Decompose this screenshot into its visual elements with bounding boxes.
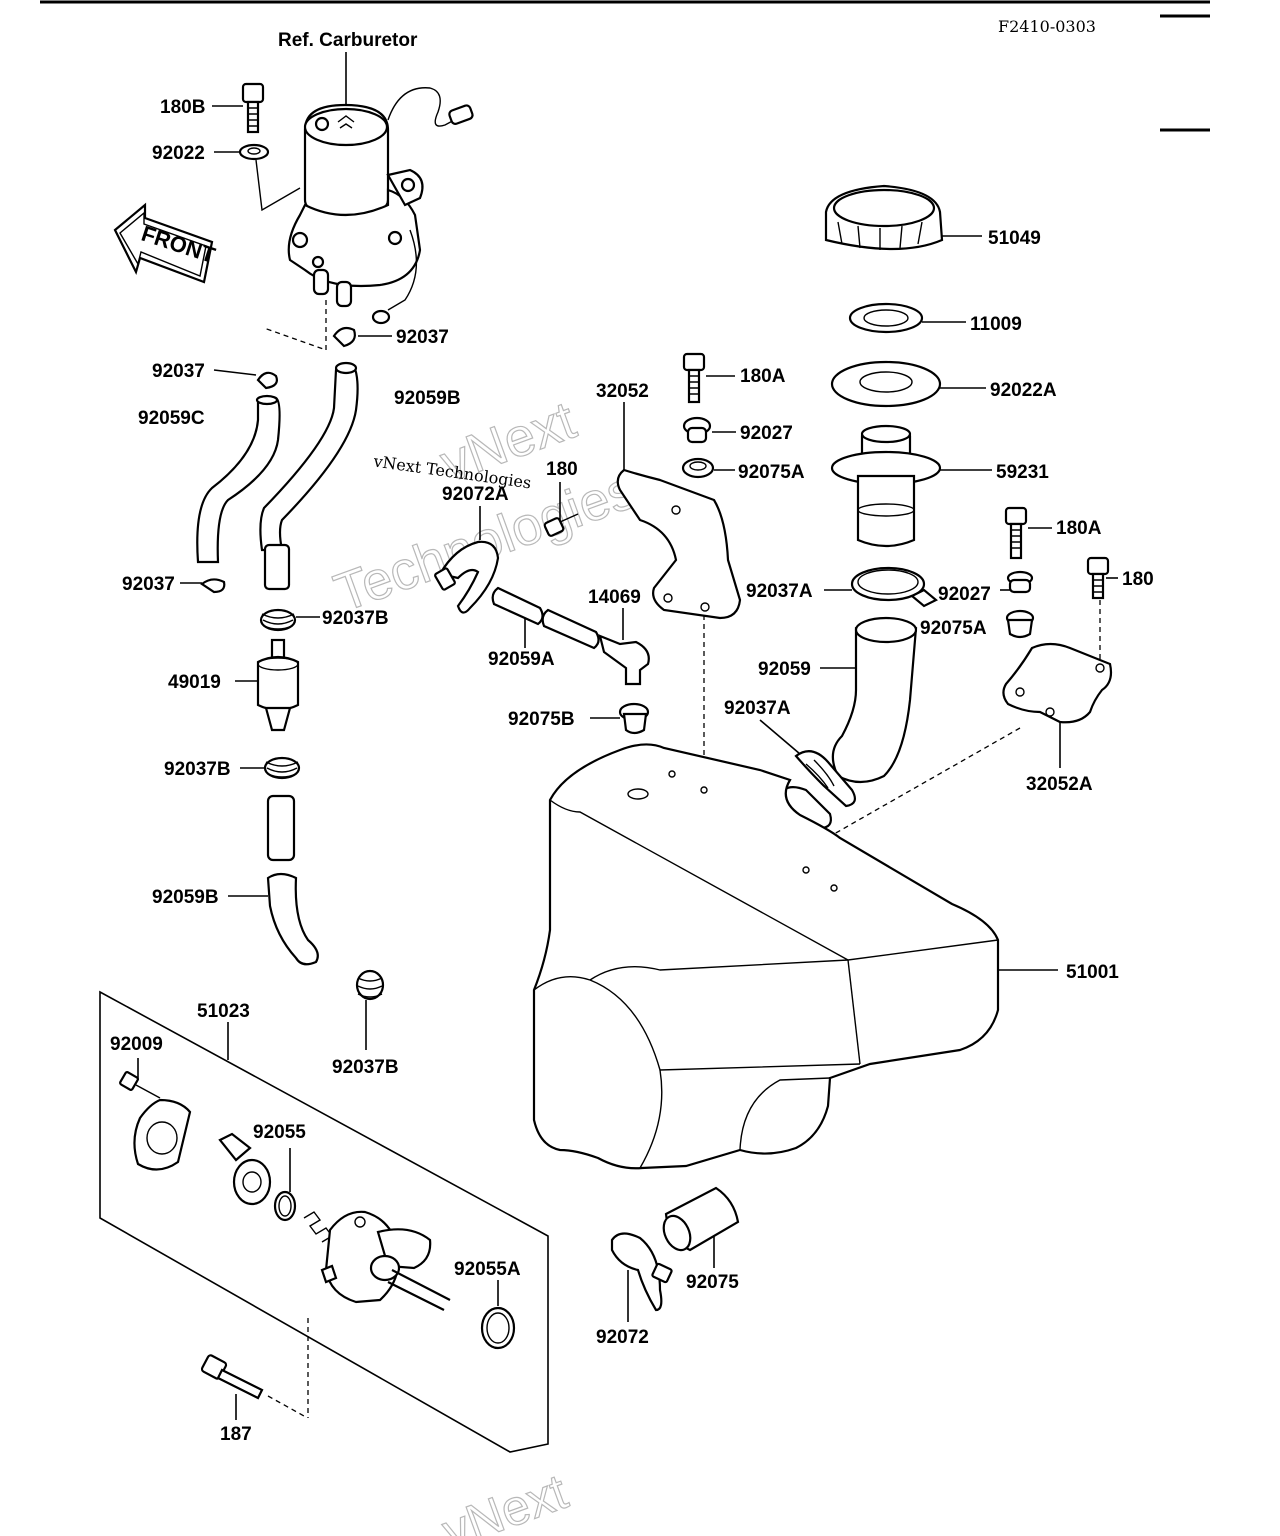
callout-92037-top: 92037 <box>396 327 449 348</box>
filler-neck-59231 <box>830 424 992 548</box>
callout-92027-2: 92027 <box>938 584 991 605</box>
callout-180-1: 180 <box>546 459 578 480</box>
callout-92059B-top: 92059B <box>394 388 461 409</box>
callout-11009: 11009 <box>970 314 1022 335</box>
callout-92055: 92055 <box>253 1122 306 1143</box>
clamp-92037A-1 <box>824 566 938 608</box>
callout-92059: 92059 <box>758 659 811 680</box>
washer-92022 <box>214 143 301 212</box>
leader-pump-clip <box>263 300 327 351</box>
callout-92075: 92075 <box>686 1272 739 1293</box>
fuel-pump <box>287 52 474 325</box>
o-ring-92055A <box>480 1280 516 1350</box>
callout-32052: 32052 <box>596 381 649 402</box>
cap-51049 <box>824 184 982 251</box>
callout-49019: 49019 <box>168 672 221 693</box>
callout-180B: 180B <box>160 97 205 118</box>
bolt-180-2 <box>1086 556 1118 600</box>
clip-92037-mid <box>180 578 226 594</box>
hose-short-upper <box>263 543 291 591</box>
callout-92075A-1: 92075A <box>738 462 805 483</box>
collar-92027-2 <box>1000 570 1034 594</box>
spring <box>303 1211 334 1243</box>
callouts: Ref. Carburetor 180B 92022 92037 92037 9… <box>110 30 1154 1445</box>
hose-92075 <box>662 1186 740 1268</box>
hose-short-lower <box>266 794 296 862</box>
clamp-92037B-1 <box>259 608 320 632</box>
hose-92059A <box>491 586 600 650</box>
callout-92072: 92072 <box>596 1327 649 1348</box>
callout-92037B-2: 92037B <box>164 759 231 780</box>
callout-180A-1: 180A <box>740 366 786 387</box>
clamp-92037B-2 <box>240 756 301 780</box>
front-arrow-icon: FRONT <box>113 202 219 284</box>
clip-92037-left <box>213 369 278 390</box>
bracket-32052A <box>819 600 1113 843</box>
grommet-92075A-2 <box>1005 609 1035 639</box>
hose-92059B-bottom <box>228 872 319 966</box>
elbow-14069 <box>598 608 650 686</box>
hose-92059B-top <box>259 361 359 552</box>
collar-92027-1 <box>682 416 736 444</box>
watermark-bottom: vNext <box>435 1463 574 1536</box>
fuel-filter-49019 <box>235 638 300 732</box>
callout-92059C: 92059C <box>138 408 205 429</box>
bolt-180A-1 <box>682 352 735 404</box>
callout-92055A: 92055A <box>454 1259 521 1280</box>
callout-92009: 92009 <box>110 1034 163 1055</box>
bolt-187 <box>200 1354 305 1420</box>
callout-32052A: 32052A <box>1026 774 1093 795</box>
fuel-tap-panel-51023 <box>99 990 549 1453</box>
clamp-92037A-2 <box>759 719 856 808</box>
o-ring-92055 <box>273 1148 297 1222</box>
callout-51023: 51023 <box>197 1001 250 1022</box>
callout-180A-2: 180A <box>1056 518 1102 539</box>
washer-92022A <box>830 360 986 408</box>
callout-92022A: 92022A <box>990 380 1057 401</box>
callout-180-2: 180 <box>1122 569 1154 590</box>
clamp-92072A <box>434 506 500 614</box>
callout-92027-1: 92027 <box>740 423 793 444</box>
callout-92037-mid: 92037 <box>122 574 175 595</box>
callout-92072A: 92072A <box>442 484 509 505</box>
clamp-92072 <box>610 1232 673 1322</box>
screw-92009 <box>119 1058 161 1099</box>
bolt-180A-2 <box>1004 506 1052 560</box>
callout-187: 187 <box>220 1424 252 1445</box>
callout-92059B-bottom: 92059B <box>152 887 219 908</box>
grommet-92075B <box>590 702 650 735</box>
lever-knob <box>218 1132 272 1206</box>
callout-51049: 51049 <box>988 228 1041 249</box>
hose-92059C <box>196 394 281 564</box>
bolt-180B <box>212 82 265 134</box>
clamp-92037B-3 <box>355 969 385 1050</box>
callout-92037A-1: 92037A <box>746 581 813 602</box>
callout-92022: 92022 <box>152 143 205 164</box>
page-frame <box>40 0 1210 132</box>
callout-92037B-1: 92037B <box>322 608 389 629</box>
grommet-92075A-1 <box>681 457 735 479</box>
callout-92059A: 92059A <box>488 649 555 670</box>
clip-92037-top <box>332 326 392 348</box>
callout-51001: 51001 <box>1066 962 1119 983</box>
figure-code: F2410-0303 <box>998 17 1096 36</box>
callout-59231: 59231 <box>996 462 1049 483</box>
callout-92037A-2: 92037A <box>724 698 791 719</box>
bolt-180-1 <box>543 482 579 537</box>
callout-92037B-3: 92037B <box>332 1057 399 1078</box>
bracket-32052 <box>616 402 742 790</box>
tap-body <box>307 1210 451 1418</box>
callout-92037-left: 92037 <box>152 361 205 382</box>
gasket-11009 <box>848 302 966 334</box>
callout-92075A-2: 92075A <box>920 618 987 639</box>
callout-ref-carburetor: Ref. Carburetor <box>278 30 418 51</box>
callout-14069: 14069 <box>588 587 641 608</box>
gasket-plate <box>133 1098 192 1171</box>
hose-92059 <box>820 616 918 784</box>
callout-92075B: 92075B <box>508 709 575 730</box>
fuel-tank-51001 <box>532 743 1058 1170</box>
